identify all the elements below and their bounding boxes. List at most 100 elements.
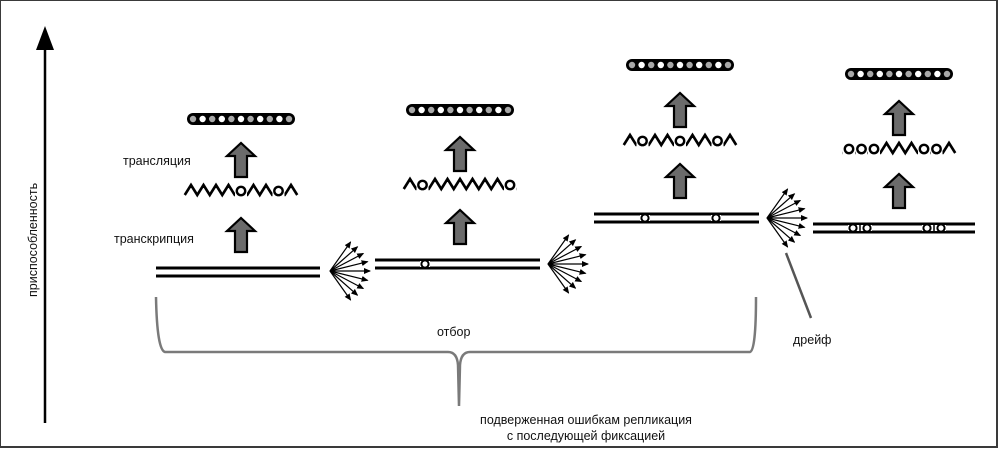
mrna-loop bbox=[843, 143, 855, 155]
amino-acid-bead bbox=[504, 106, 512, 114]
mrna-loop bbox=[674, 135, 686, 147]
fan-ray-arrow-icon bbox=[547, 263, 577, 289]
mrna-loop bbox=[637, 135, 648, 147]
amino-acid-bead bbox=[408, 106, 416, 114]
amino-acid-bead bbox=[189, 115, 197, 123]
process-label-line2: с последующей фиксацией bbox=[507, 429, 665, 443]
amino-acid-bead bbox=[638, 61, 645, 69]
amino-acid-bead bbox=[447, 106, 454, 114]
mrna-strand bbox=[842, 140, 957, 156]
fan-ray-arrow-icon bbox=[547, 234, 570, 265]
mrna-strand bbox=[402, 176, 517, 192]
transcription-arrow-icon bbox=[882, 172, 916, 210]
fan-ray-arrow-icon bbox=[547, 263, 570, 294]
stage-3 bbox=[594, 59, 759, 224]
fan-ray-arrow-icon bbox=[329, 241, 352, 272]
fan-ray-arrow-icon bbox=[766, 217, 802, 237]
fan-ray-arrow-icon bbox=[329, 270, 369, 282]
protein-chain bbox=[187, 113, 295, 125]
dna-double-strand bbox=[594, 212, 759, 224]
mutation-marker bbox=[936, 223, 946, 233]
translation-arrow-icon bbox=[663, 91, 697, 129]
translation-arrow-icon bbox=[224, 141, 258, 179]
drift-line bbox=[784, 252, 813, 319]
amino-acid-bead bbox=[847, 70, 855, 78]
selection-bracket: отбор bbox=[154, 296, 758, 407]
stage-1 bbox=[156, 113, 320, 278]
selection-label: отбор bbox=[437, 325, 471, 339]
amino-acid-bead bbox=[905, 70, 912, 78]
amino-acid-bead bbox=[943, 70, 951, 78]
mrna-loop bbox=[504, 179, 516, 191]
amino-acid-bead bbox=[676, 61, 684, 69]
stage-2 bbox=[375, 104, 540, 270]
amino-acid-bead bbox=[724, 61, 732, 69]
mutation-marker bbox=[862, 223, 872, 233]
amino-acid-bead bbox=[696, 61, 703, 69]
amino-acid-bead bbox=[285, 115, 293, 123]
amino-acid-bead bbox=[886, 70, 893, 78]
fitness-axis-label: приспособленность bbox=[26, 183, 40, 297]
mutation-marker bbox=[640, 213, 650, 223]
transcription-arrow-icon bbox=[224, 216, 258, 254]
amino-acid-bead bbox=[715, 61, 722, 69]
process-label-line1: подверженная ошибкам репликация bbox=[480, 413, 692, 427]
mutation-marker bbox=[922, 223, 932, 233]
drift-indicator: дрейф bbox=[784, 252, 831, 347]
amino-acid-bead bbox=[247, 115, 254, 123]
mrna-loop bbox=[868, 143, 880, 155]
amino-acid-bead bbox=[437, 106, 444, 114]
amino-acid-bead bbox=[257, 115, 264, 123]
transcription-arrow-icon bbox=[443, 208, 477, 246]
dna-double-strand bbox=[375, 258, 540, 270]
amino-acid-bead bbox=[657, 61, 664, 69]
fan-ray-arrow-icon bbox=[766, 207, 806, 219]
fan-ray-arrow-icon bbox=[766, 193, 796, 219]
amino-acid-bead bbox=[466, 106, 473, 114]
variation-fan-1 bbox=[329, 241, 371, 301]
fan-ray-arrow-icon bbox=[329, 270, 359, 296]
mrna-strand bbox=[183, 182, 299, 198]
fan-ray-arrow-icon bbox=[766, 217, 806, 229]
fan-ray-arrow-icon bbox=[329, 270, 352, 301]
amino-acid-bead bbox=[934, 70, 941, 78]
fan-ray-arrow-icon bbox=[329, 246, 359, 272]
amino-acid-bead bbox=[476, 106, 483, 114]
variation-fans bbox=[329, 188, 808, 301]
amino-acid-bead bbox=[915, 70, 922, 78]
amino-acid-bead bbox=[209, 115, 216, 123]
fan-ray-arrow-icon bbox=[329, 260, 369, 272]
amino-acid-bead bbox=[667, 61, 674, 69]
mrna-loop bbox=[712, 135, 723, 147]
amino-acid-bead bbox=[266, 115, 273, 123]
fan-ray-arrow-icon bbox=[547, 263, 583, 283]
protein-chain bbox=[845, 68, 953, 80]
fitness-axis-arrowhead bbox=[36, 26, 54, 50]
mrna-loop bbox=[417, 179, 428, 191]
translation-arrow-icon bbox=[882, 99, 916, 137]
mutation-marker bbox=[848, 223, 858, 233]
mrna-loop bbox=[273, 185, 284, 197]
variation-fan-3 bbox=[766, 188, 808, 248]
stages bbox=[156, 59, 975, 278]
variation-fan-2 bbox=[547, 234, 589, 294]
dna-double-strand bbox=[813, 222, 975, 234]
transcription-label: транскрипция bbox=[114, 232, 194, 246]
amino-acid-bead bbox=[237, 115, 245, 123]
mrna-loop bbox=[235, 185, 247, 197]
fan-ray-arrow-icon bbox=[766, 188, 789, 219]
mrna-loop bbox=[931, 143, 942, 155]
amino-acid-bead bbox=[648, 61, 655, 69]
amino-acid-bead bbox=[218, 115, 225, 123]
fan-ray-arrow-icon bbox=[766, 199, 802, 219]
amino-acid-bead bbox=[867, 70, 874, 78]
selection-bracket-line bbox=[154, 296, 758, 407]
amino-acid-bead bbox=[428, 106, 435, 114]
amino-acid-bead bbox=[895, 70, 903, 78]
dna-double-strand bbox=[156, 266, 320, 278]
fan-ray-arrow-icon bbox=[547, 239, 577, 265]
amino-acid-bead bbox=[628, 61, 636, 69]
mutation-marker bbox=[420, 259, 430, 269]
fan-ray-arrow-icon bbox=[766, 217, 796, 243]
amino-acid-bead bbox=[228, 115, 235, 123]
